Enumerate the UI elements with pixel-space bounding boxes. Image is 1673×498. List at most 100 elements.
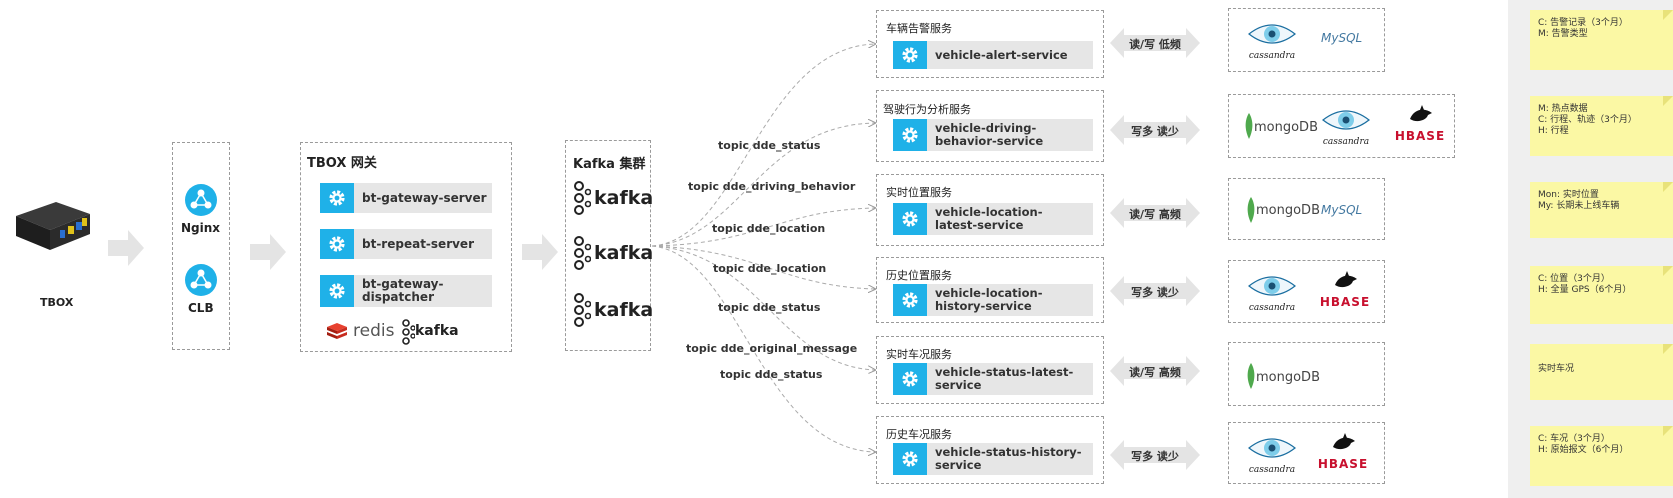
clb-icon xyxy=(185,264,217,296)
note-line: C: 位置（3个月） xyxy=(1538,274,1610,284)
orca-icon xyxy=(1335,271,1357,288)
storage-box-alert: cassandra MySQL xyxy=(1228,8,1385,72)
kafka-logo-icon xyxy=(402,319,415,345)
gear-icon xyxy=(893,41,927,69)
service-box-status-history: 历史车况服务 vehicle-status-history-service xyxy=(876,416,1104,484)
service-name: vehicle-driving-behavior-service xyxy=(935,121,1044,148)
topic-label: topic dde_location xyxy=(713,262,827,275)
mongodb-leaf-icon xyxy=(1247,363,1255,389)
gear-icon xyxy=(893,443,927,475)
storage-box-location-history: cassandra HBASE xyxy=(1228,260,1385,323)
load-balancer-box: Nginx CLB xyxy=(172,142,230,350)
note-line: H: 行程 xyxy=(1538,126,1569,136)
cassandra-logo-text: cassandra xyxy=(1248,303,1296,313)
note-line: M: 热点数据 xyxy=(1538,104,1588,114)
rw-label: 写多 读少 xyxy=(1131,286,1179,299)
clb-label: CLB xyxy=(188,301,214,315)
cassandra-eye-icon xyxy=(1322,110,1370,130)
tbox-gateway-box: TBOX 网关 bt-gateway-server bt-repeat-serv… xyxy=(300,142,512,352)
kafka-cluster-box: Kafka 集群 kafka kafka kafka xyxy=(565,140,654,351)
mysql-logo-text: MySQL xyxy=(1321,31,1363,45)
hbase-logo: HBASE xyxy=(1317,433,1369,477)
mongodb-logo-text: mongoDB xyxy=(1256,203,1320,218)
service-pill: vehicle-location-latest-service xyxy=(893,203,1093,235)
mongodb-logo-text: mongoDB xyxy=(1254,120,1318,135)
sticky-note: M: 热点数据 C: 行程、轨迹（3个月） H: 行程 xyxy=(1530,96,1673,156)
gear-icon xyxy=(320,229,354,259)
gear-icon xyxy=(320,183,354,213)
nginx-icon xyxy=(185,184,217,216)
service-title: 实时位置服务 xyxy=(886,186,952,199)
service-title: 实时车况服务 xyxy=(886,348,952,361)
gateway-service-label: bt-gateway-dispatcher xyxy=(362,277,444,304)
kafka-logo-icon xyxy=(574,236,591,270)
cassandra-logo: cassandra xyxy=(1247,19,1297,61)
double-arrow-icon xyxy=(1110,28,1200,58)
storage-box-driving-behavior: mongoDB cassandra HBASE xyxy=(1228,94,1455,158)
redis-logo-text: redis xyxy=(353,321,395,341)
service-pill: vehicle-alert-service xyxy=(893,41,1093,69)
cassandra-logo-text: cassandra xyxy=(1322,137,1370,147)
service-pill: vehicle-location-history-service xyxy=(893,284,1093,316)
service-name: vehicle-location-latest-service xyxy=(935,205,1043,232)
service-name: vehicle-status-history-service xyxy=(935,445,1082,472)
double-arrow-icon xyxy=(1110,198,1200,228)
storage-box-status-history: cassandra HBASE xyxy=(1228,422,1385,484)
note-line: My: 长期未上线车辆 xyxy=(1538,201,1620,211)
hbase-logo-text: HBASE xyxy=(1317,457,1369,471)
double-arrow-icon xyxy=(1110,276,1200,306)
nginx-label: Nginx xyxy=(181,221,221,235)
note-line: Mon: 实时位置 xyxy=(1538,190,1599,200)
hbase-logo-text: HBASE xyxy=(1394,129,1446,143)
gateway-title: TBOX 网关 xyxy=(307,156,377,171)
tbox-device-icon xyxy=(16,202,90,250)
sticky-note: C: 告警记录（3个月） M: 告警类型 xyxy=(1530,10,1673,70)
flow-arrow-icon xyxy=(108,230,144,266)
service-box-alert: 车辆告警服务 vehicle-alert-service xyxy=(876,10,1104,78)
flow-arrow-icon xyxy=(522,234,558,270)
gear-icon xyxy=(893,363,927,395)
redis-logo-icon xyxy=(327,323,347,339)
rw-label: 读/写 高频 xyxy=(1129,208,1181,221)
service-title: 历史位置服务 xyxy=(886,269,952,282)
cassandra-eye-icon xyxy=(1248,276,1296,296)
gateway-service-bt-gateway-server: bt-gateway-server xyxy=(320,183,492,213)
kafka-cluster-title: Kafka 集群 xyxy=(573,157,646,172)
hbase-logo-text: HBASE xyxy=(1319,295,1371,309)
service-title: 历史车况服务 xyxy=(886,428,952,441)
flow-arrow-icon xyxy=(250,234,286,270)
cassandra-logo: cassandra xyxy=(1247,433,1297,475)
kafka-logo-text: kafka xyxy=(594,299,654,321)
service-pill: vehicle-status-history-service xyxy=(893,443,1093,475)
kafka-logo-text: kafka xyxy=(594,242,654,264)
gateway-service-label: bt-gateway-server xyxy=(362,191,487,205)
orca-icon xyxy=(1333,433,1355,450)
cassandra-logo: cassandra xyxy=(1247,271,1297,313)
sticky-note: Mon: 实时位置 My: 长期未上线车辆 xyxy=(1530,182,1673,238)
double-arrow-icon xyxy=(1110,356,1200,386)
service-name: vehicle-location-history-service xyxy=(935,286,1043,313)
sticky-note: C: 车况（3个月） H: 原始报文（6个月） xyxy=(1530,426,1673,486)
mongodb-leaf-icon xyxy=(1247,197,1255,223)
note-line: 实时车况 xyxy=(1538,364,1575,374)
double-arrow-icon xyxy=(1110,440,1200,470)
double-arrow-icon xyxy=(1110,115,1200,145)
note-line: C: 行程、轨迹（3个月） xyxy=(1538,115,1637,125)
cassandra-eye-icon xyxy=(1248,24,1296,44)
service-pill: vehicle-status-latest-service xyxy=(893,363,1093,395)
gear-icon xyxy=(320,275,354,307)
kafka-logo-icon xyxy=(574,181,591,215)
service-box-location-latest: 实时位置服务 vehicle-location-latest-service xyxy=(876,174,1104,246)
note-line: H: 全量 GPS（6个月） xyxy=(1538,285,1632,295)
connector-line xyxy=(651,245,875,452)
service-title: 驾驶行为分析服务 xyxy=(883,103,971,116)
topic-label: topic dde_status xyxy=(718,139,821,152)
service-pill: vehicle-driving-behavior-service xyxy=(893,119,1093,151)
connector-line xyxy=(651,208,875,247)
gateway-service-label: bt-repeat-server xyxy=(362,237,474,251)
note-line: H: 原始报文（6个月） xyxy=(1538,445,1629,455)
hbase-logo: HBASE xyxy=(1319,271,1371,315)
rw-label: 写多 读少 xyxy=(1131,125,1179,138)
gateway-service-bt-repeat-server: bt-repeat-server xyxy=(320,229,492,259)
